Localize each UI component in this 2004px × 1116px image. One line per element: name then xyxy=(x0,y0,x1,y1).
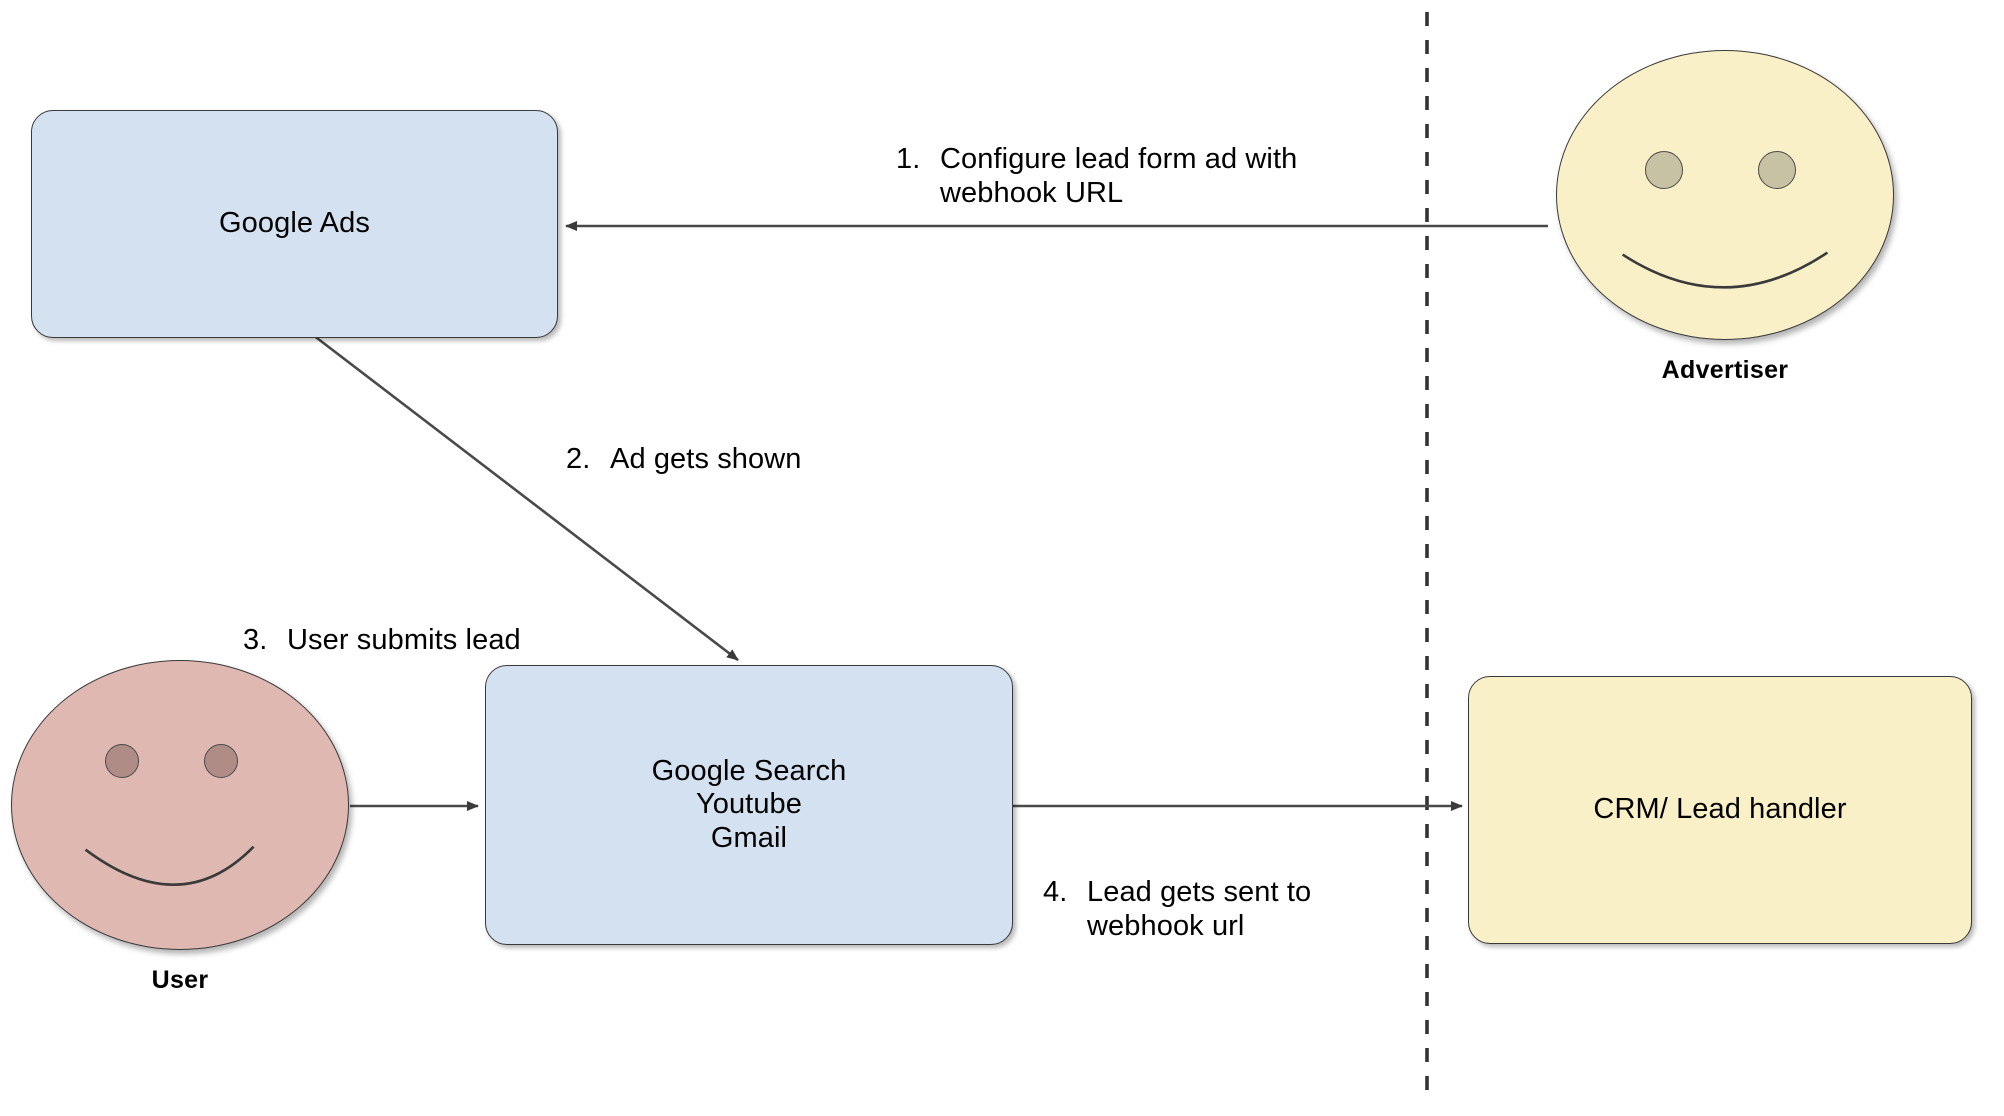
advertiser-right-eye-icon xyxy=(1758,151,1796,189)
node-crm-label: CRM/ Lead handler xyxy=(1593,793,1847,826)
user-right-eye-icon xyxy=(204,744,238,778)
node-google-ads-label: Google Ads xyxy=(219,207,370,240)
edge-label-1-number: 1. xyxy=(896,143,921,176)
node-google-ads[interactable]: Google Ads xyxy=(31,110,558,338)
edge-label-2: 2. Ad gets shown xyxy=(566,410,986,477)
user-face-icon xyxy=(11,660,349,950)
node-user[interactable]: User xyxy=(10,660,350,995)
edge-label-4-number: 4. xyxy=(1043,876,1068,909)
edge-label-4-line1: Lead gets sent to xyxy=(1087,876,1312,909)
edge-label-3-number: 3. xyxy=(243,624,268,657)
edge-label-3: 3. User submits lead xyxy=(243,591,663,658)
advertiser-label: Advertiser xyxy=(1661,356,1789,384)
edge-label-2-number: 2. xyxy=(566,443,591,476)
edge-label-1-line1: Configure lead form ad with xyxy=(940,143,1298,176)
edge-label-4-line2: webhook url xyxy=(1087,909,1245,942)
user-label: User xyxy=(151,966,209,994)
user-left-eye-icon xyxy=(105,744,139,778)
edge-label-2-line1: Ad gets shown xyxy=(610,443,802,476)
edge-label-3-line1: User submits lead xyxy=(287,624,521,657)
edge-label-4: 4. Lead gets sent to webhook url xyxy=(1043,843,1463,976)
edge-label-1-line2: webhook URL xyxy=(940,176,1124,209)
node-advertiser[interactable]: Advertiser xyxy=(1555,50,1895,385)
advertiser-left-eye-icon xyxy=(1645,151,1683,189)
node-crm-lead-handler[interactable]: CRM/ Lead handler xyxy=(1468,676,1972,944)
node-google-properties[interactable]: Google Search Youtube Gmail xyxy=(485,665,1013,945)
node-google-properties-label: Google Search Youtube Gmail xyxy=(651,755,847,854)
advertiser-face-icon xyxy=(1556,50,1894,340)
user-smile-icon xyxy=(84,845,255,886)
advertiser-smile-icon xyxy=(1621,251,1829,289)
edge-label-1: 1. Configure lead form ad with webhook UR… xyxy=(896,110,1416,243)
